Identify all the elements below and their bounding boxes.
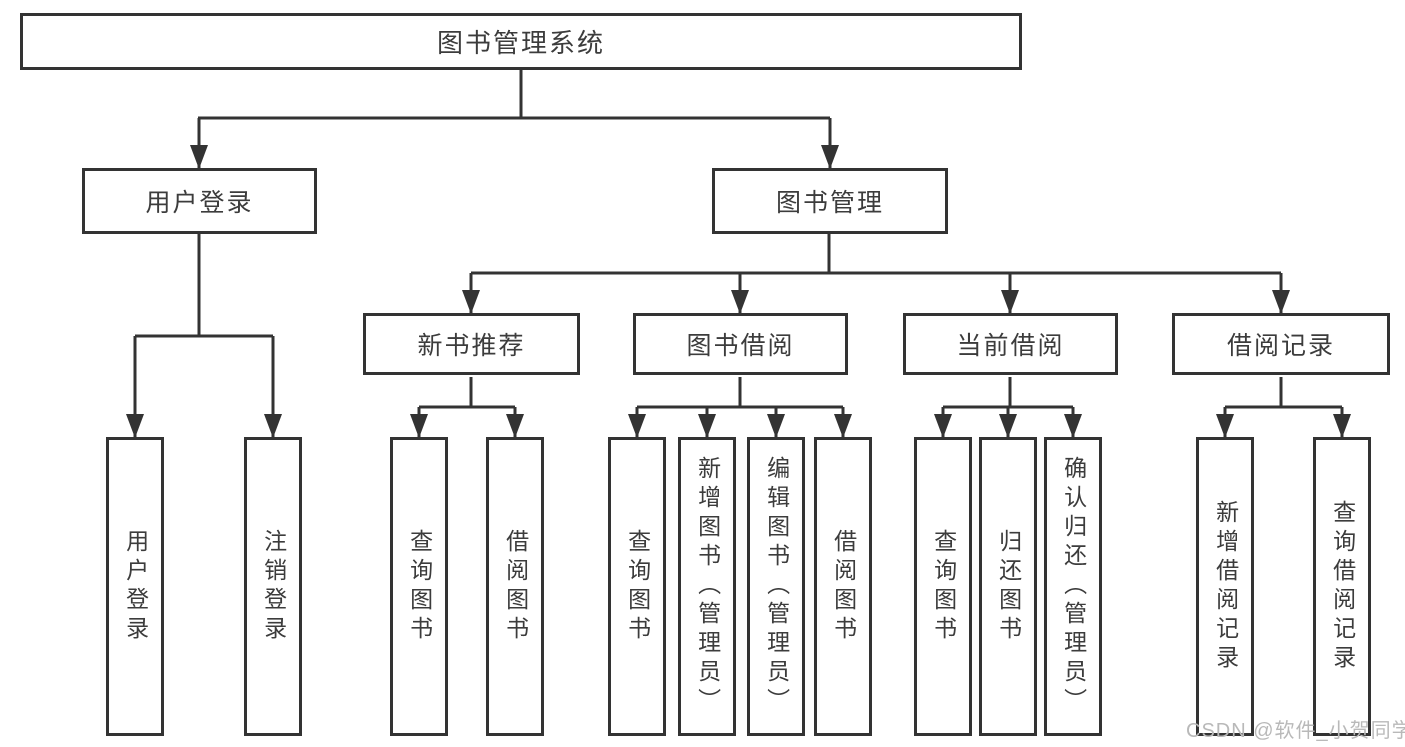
leaf-confirm-return-admin: 确认归还（管理员） xyxy=(1044,437,1102,736)
node-borrow-records-label: 借阅记录 xyxy=(1226,332,1335,360)
leaf-logout-label: 注销登录 xyxy=(260,528,287,645)
leaf-confirm-return-admin-label: 确认归还（管理员） xyxy=(1060,456,1087,717)
node-user-login: 用户登录 xyxy=(82,168,317,234)
leaf-borrow-query-books: 查询图书 xyxy=(608,437,666,736)
node-new-book-recommend: 新书推荐 xyxy=(363,313,580,375)
leaf-add-borrow-record: 新增借阅记录 xyxy=(1196,437,1254,736)
node-current-borrow: 当前借阅 xyxy=(903,313,1118,375)
node-book-management: 图书管理 xyxy=(712,168,948,234)
leaf-recommend-borrow-books: 借阅图书 xyxy=(486,437,544,736)
leaf-return-book-label: 归还图书 xyxy=(995,528,1022,645)
node-root: 图书管理系统 xyxy=(20,13,1022,70)
leaf-logout: 注销登录 xyxy=(244,437,302,736)
node-book-management-label: 图书管理 xyxy=(775,189,884,217)
leaf-user-login: 用户登录 xyxy=(106,437,164,736)
leaf-return-book: 归还图书 xyxy=(979,437,1037,736)
leaf-current-query-books: 查询图书 xyxy=(914,437,972,736)
leaf-borrow-query-books-label: 查询图书 xyxy=(624,528,651,645)
leaf-recommend-query-books-label: 查询图书 xyxy=(406,528,433,645)
node-borrow-records: 借阅记录 xyxy=(1172,313,1390,375)
leaf-borrow-books-label: 借阅图书 xyxy=(830,528,857,645)
node-current-borrow-label: 当前借阅 xyxy=(956,332,1065,360)
leaf-edit-book-admin-label: 编辑图书（管理员） xyxy=(763,456,790,717)
node-book-borrow: 图书借阅 xyxy=(633,313,848,375)
node-root-label: 图书管理系统 xyxy=(436,28,605,58)
leaf-add-book-admin: 新增图书（管理员） xyxy=(678,437,736,736)
leaf-current-query-books-label: 查询图书 xyxy=(930,528,957,645)
csdn-watermark: CSDN @软件_小贺同学 xyxy=(1186,720,1405,742)
leaf-user-login-label: 用户登录 xyxy=(122,528,149,645)
node-book-borrow-label: 图书借阅 xyxy=(686,332,795,360)
leaf-query-borrow-record-label: 查询借阅记录 xyxy=(1329,499,1356,674)
leaf-add-borrow-record-label: 新增借阅记录 xyxy=(1212,499,1239,674)
leaf-query-borrow-record: 查询借阅记录 xyxy=(1313,437,1371,736)
leaf-recommend-borrow-books-label: 借阅图书 xyxy=(502,528,529,645)
node-user-login-label: 用户登录 xyxy=(145,189,254,217)
leaf-recommend-query-books: 查询图书 xyxy=(390,437,448,736)
leaf-add-book-admin-label: 新增图书（管理员） xyxy=(694,456,721,717)
node-new-book-recommend-label: 新书推荐 xyxy=(417,332,526,360)
leaf-borrow-books: 借阅图书 xyxy=(814,437,872,736)
leaf-edit-book-admin: 编辑图书（管理员） xyxy=(747,437,805,736)
